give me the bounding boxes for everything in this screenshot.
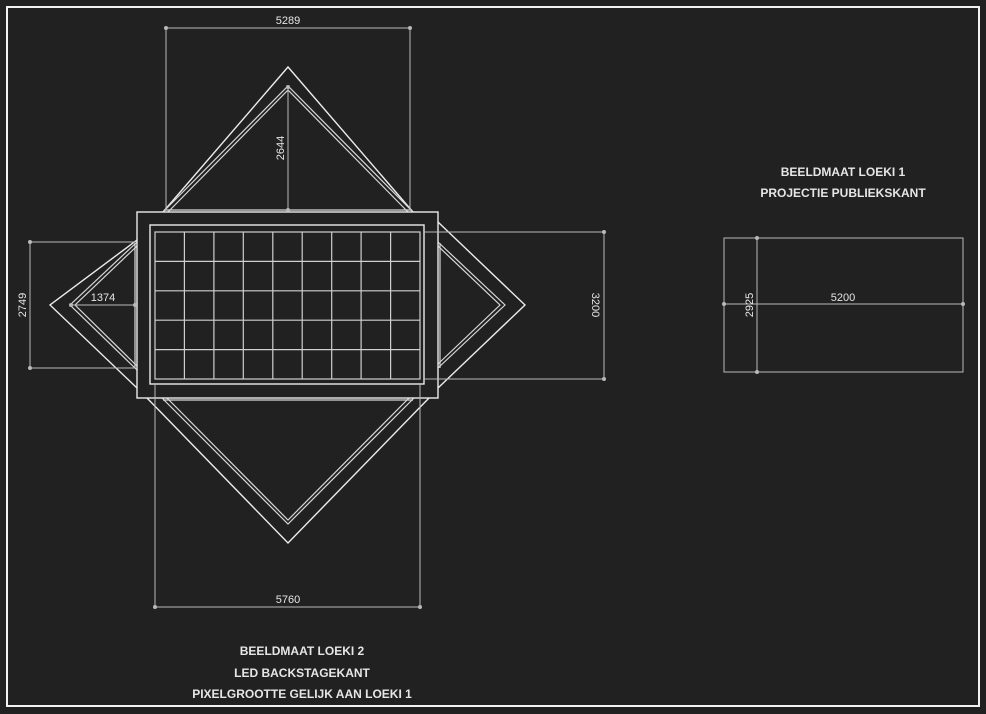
projection-rect	[723, 237, 964, 373]
dimension-label-projection-width: 5200	[831, 292, 855, 304]
loeki1-caption-line2: PROJECTIE PUBLIEKSKANT	[760, 186, 926, 200]
dimension-projection-width: 5200	[722, 292, 965, 306]
dimension-label-top-height: 2644	[275, 136, 287, 160]
dimension-bottom-width: 5760	[153, 384, 422, 609]
dimension-label-right-height: 3200	[589, 293, 601, 317]
dimension-left-height: 2749	[17, 240, 135, 370]
dimension-top-width: 5289	[164, 15, 412, 210]
loeki2-caption-line3: PIXELGROOTTE GELIJK AAN LOEKI 1	[192, 687, 412, 701]
outer-frame-rect	[136, 211, 439, 399]
loeki2-caption: BEELDMAAT LOEKI 2 LED BACKSTAGEKANT PIXE…	[192, 644, 412, 701]
loeki2-caption-line1: BEELDMAAT LOEKI 2	[240, 644, 365, 658]
loeki1-caption: BEELDMAAT LOEKI 1 PROJECTIE PUBLIEKSKANT	[760, 165, 926, 200]
right-wing	[437, 221, 527, 389]
dimension-left-depth: 1374	[69, 292, 137, 307]
led-grid	[154, 231, 421, 380]
dimension-label-top-width: 5289	[276, 15, 300, 27]
dimension-label-projection-height: 2925	[744, 293, 756, 317]
loeki1-caption-line1: BEELDMAAT LOEKI 1	[781, 165, 906, 179]
dimension-right-height: 3200	[424, 230, 606, 381]
dimension-label-bottom-width: 5760	[276, 594, 300, 606]
bottom-wing	[146, 397, 430, 545]
loeki2-caption-line2: LED BACKSTAGEKANT	[234, 666, 370, 680]
dimension-top-height: 2644	[275, 85, 290, 212]
loeki1-drawing: BEELDMAAT LOEKI 1 PROJECTIE PUBLIEKSKANT…	[722, 165, 965, 374]
dimension-label-left-height: 2749	[17, 293, 29, 317]
drawing-frame	[6, 6, 980, 707]
dimension-label-left-depth: 1374	[91, 292, 115, 304]
dimension-projection-height: 2925	[744, 236, 759, 374]
loeki2-drawing: 5289 2644 2749 1374	[17, 15, 606, 701]
left-wing	[48, 239, 138, 389]
inner-frame-rect	[149, 224, 425, 385]
